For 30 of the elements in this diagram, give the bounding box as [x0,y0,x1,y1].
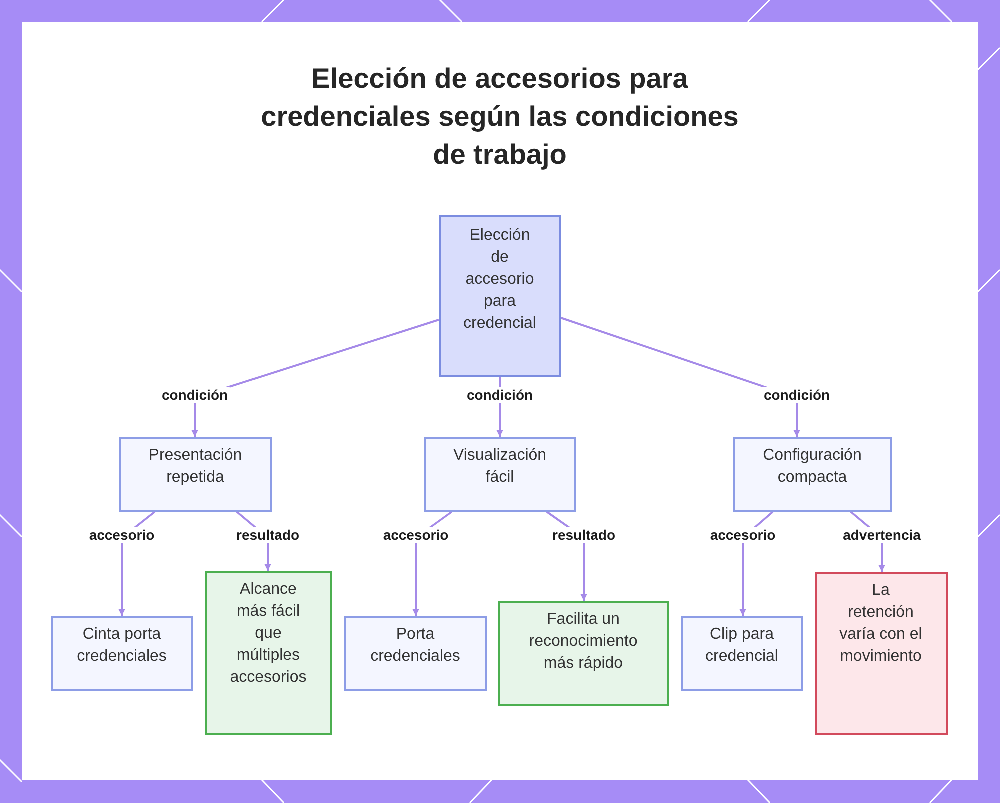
edge-label: condición [762,387,832,403]
node-text: Cinta porta credenciales [76,625,168,667]
result-box [205,571,332,735]
edge-label: accesorio [87,527,157,543]
accessory-box [51,616,193,691]
warning-box [815,572,948,735]
node-text: Clip para credencial [704,625,780,667]
condition-box [733,437,892,512]
edge-label: accesorio [708,527,778,543]
node-text: Facilita un reconocimiento más rápido [528,610,639,674]
node-text: La retención varía con el movimiento [839,581,923,667]
topic-box [439,215,561,377]
edge-label: advertencia [841,527,923,543]
edge-label: resultado [550,527,618,543]
accessory-box [344,616,487,691]
node-text: Alcance más fácil que múltiples accesorios [229,580,308,688]
node-text: Presentación repetida [148,446,244,488]
condition-box [119,437,272,512]
edge-label: resultado [234,527,302,543]
edge-label: accesorio [381,527,451,543]
node-text: Elección de accesorio para credencial [462,226,538,334]
node-text: Visualización fácil [452,446,548,488]
edge-label: condición [160,387,230,403]
result-box [498,601,669,706]
accessory-box [681,616,803,691]
diagram-title: Elección de accesorios para credenciales según las condiciones de trabajo [260,62,740,172]
node-text: Configuración compacta [762,446,863,488]
node-text: Porta credenciales [370,625,462,667]
edge-label: condición [464,387,536,403]
condition-box [424,437,576,512]
